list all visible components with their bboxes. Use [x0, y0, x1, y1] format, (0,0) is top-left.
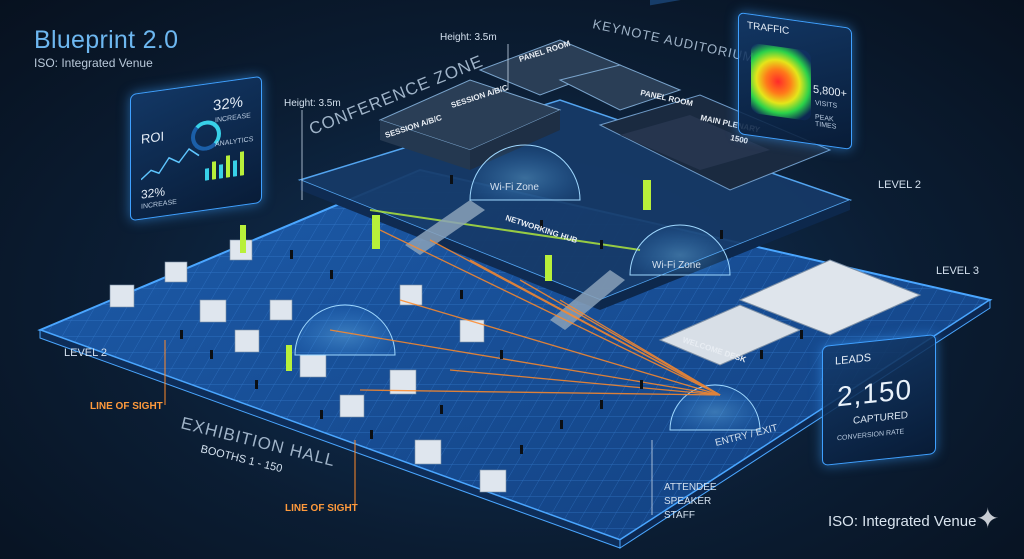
booth-screens — [240, 180, 651, 371]
line-of-sight-rays — [329, 229, 721, 396]
traffic-visits-caption: VISITS — [815, 99, 838, 110]
sparkle-icon: ✦ — [976, 503, 1000, 534]
keynote-auditorium — [598, 0, 832, 191]
level-3-label: LEVEL 3 — [936, 265, 979, 277]
wifi-domes — [294, 144, 761, 431]
legend-attendee: ATTENDEE — [664, 482, 717, 493]
escalators — [405, 200, 625, 330]
main-plenary-capacity: 1500 — [730, 133, 750, 146]
height-label-2: Height: 3.5m — [284, 98, 341, 109]
roi-analytics-caption: ANALYTICS — [215, 135, 254, 149]
line-of-sight-label-1: LINE OF SIGHT — [90, 401, 163, 412]
line-of-sight-label-2: LINE OF SIGHT — [285, 503, 358, 514]
level-2-left-label: LEVEL 2 — [64, 347, 107, 359]
roi-panel: ROI 32% INCREASE ANALYTICS 32% INCREASE — [130, 75, 262, 222]
traffic-label: TRAFFIC — [747, 20, 790, 38]
legend-staff: STAFF — [664, 510, 695, 521]
wifi-zone-2-label: Wi-Fi Zone — [652, 260, 701, 271]
level-3-rooms — [658, 259, 922, 366]
traffic-value: 5,800+ — [813, 83, 847, 101]
wifi-zone-1-label: Wi-Fi Zone — [490, 182, 539, 193]
leads-conversion-caption: CONVERSION RATE — [837, 428, 905, 443]
footer-caption: ISO: Integrated Venue — [828, 513, 977, 530]
roi-label: ROI — [141, 128, 165, 147]
heatmap-icon — [751, 42, 811, 122]
ground-floor — [37, 168, 993, 549]
leads-value: 2,150 — [837, 373, 913, 413]
keynote-auditorium-label: KEYNOTE AUDITORIUM — [591, 16, 756, 65]
roi-percent-secondary: 32% — [141, 184, 166, 202]
page-subtitle: ISO: Integrated Venue — [34, 56, 153, 70]
attendee-figures — [180, 175, 803, 454]
line-chart-icon — [141, 147, 200, 181]
height-label-1: Height: 3.5m — [440, 32, 497, 43]
exhibition-booths — [109, 239, 507, 493]
leads-label: LEADS — [835, 351, 872, 368]
level-2-right-label: LEVEL 2 — [878, 179, 921, 191]
roi-percent: 32% — [213, 93, 244, 115]
page-title: Blueprint 2.0 — [34, 26, 179, 54]
roi-caption: INCREASE — [215, 112, 251, 125]
bar-chart-icon — [205, 151, 244, 181]
traffic-peak-caption: PEAK TIMES — [815, 113, 837, 131]
legend-speaker: SPEAKER — [664, 496, 711, 507]
leads-panel: LEADS 2,150 CAPTURED CONVERSION RATE — [822, 334, 936, 466]
traffic-panel: TRAFFIC 5,800+ VISITS PEAK TIMES — [738, 11, 852, 151]
leads-captured-caption: CAPTURED — [853, 409, 909, 427]
